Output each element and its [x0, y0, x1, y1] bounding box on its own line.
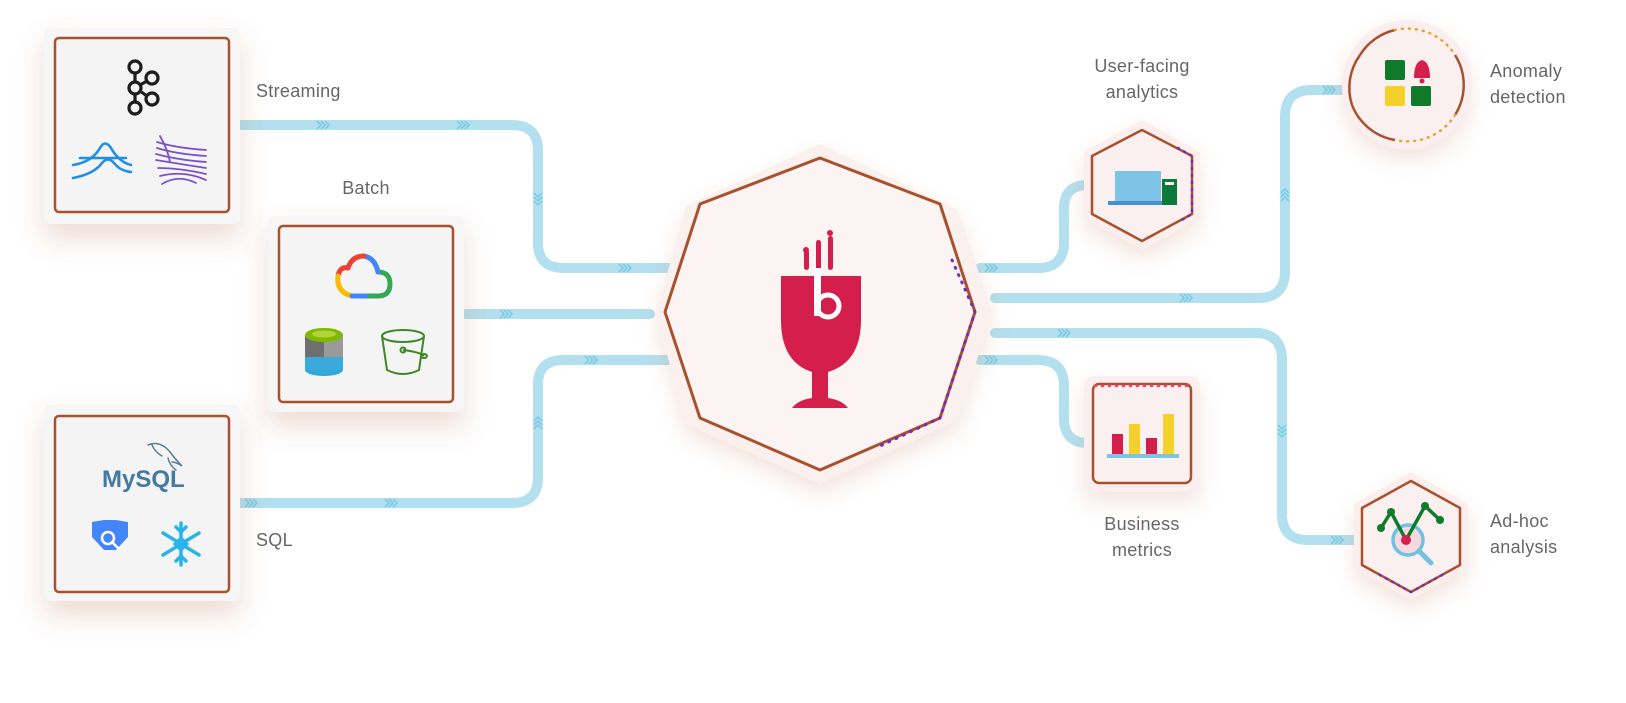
azure-data-lake-icon — [305, 328, 343, 376]
label-sql: SQL — [256, 530, 293, 550]
laptop-icon — [1108, 171, 1177, 205]
label-user-facing-line2: analytics — [1105, 82, 1179, 102]
label-batch: Batch — [342, 178, 390, 198]
source-card-sql: MySQL — [44, 405, 240, 601]
label-adhoc: Ad-hoc analysis — [1490, 508, 1557, 560]
snowflake-icon — [161, 521, 201, 567]
pipe-business — [975, 355, 1103, 448]
label-adhoc-line2: analysis — [1490, 537, 1558, 557]
label-business: Business metrics — [1072, 511, 1212, 563]
bigquery-icon — [92, 520, 128, 550]
s3-bucket-icon — [381, 329, 428, 375]
pulsar-icon — [155, 135, 207, 185]
label-user-facing-line1: User-facing — [1094, 56, 1190, 76]
label-anomaly-line2: detection — [1490, 87, 1566, 107]
label-business-line2: metrics — [1111, 540, 1173, 560]
alert-grid-icon — [1385, 60, 1431, 106]
source-card-batch — [268, 216, 464, 412]
label-user-facing: User-facing analytics — [1072, 53, 1212, 105]
google-cloud-icon — [335, 253, 393, 299]
pinot-hub — [656, 144, 992, 484]
output-node-anomaly — [1342, 20, 1472, 150]
magnifier-trend-icon — [1377, 502, 1444, 566]
pipe-user-facing — [975, 180, 1103, 273]
output-node-user-facing — [1084, 120, 1200, 250]
bar-chart-icon — [1107, 414, 1179, 458]
label-business-line1: Business — [1104, 514, 1180, 534]
label-anomaly-line1: Anomaly — [1490, 61, 1563, 81]
pinot-wine-glass-icon — [781, 230, 861, 408]
output-node-business — [1084, 376, 1200, 492]
kafka-icon — [127, 59, 160, 116]
mysql-logo-text: MySQL — [102, 466, 185, 493]
output-node-adhoc — [1354, 472, 1468, 600]
label-anomaly: Anomaly detection — [1490, 58, 1566, 110]
source-card-streaming — [44, 28, 240, 224]
pipe-sql — [235, 355, 675, 508]
label-adhoc-line1: Ad-hoc — [1490, 511, 1549, 531]
mysql-dolphin-icon — [147, 442, 183, 471]
kinesis-icon — [71, 142, 133, 180]
label-streaming: Streaming — [256, 81, 341, 101]
